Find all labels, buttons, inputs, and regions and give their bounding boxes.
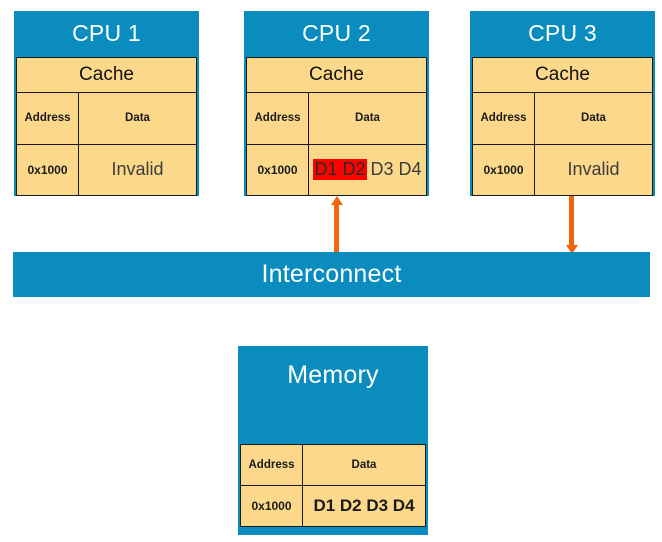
cpu-1-cache-label: Cache (16, 57, 197, 93)
interconnect-bar[interactable]: Interconnect (13, 252, 650, 297)
column-header-data: Data (351, 459, 377, 471)
cpu-1-cache-table: Address Data 0x1000 Invalid (16, 93, 197, 196)
column-header-address: Address (473, 93, 535, 144)
table-row-header: Address Data (17, 93, 196, 145)
cpu-1-address-value: 0x1000 (17, 144, 79, 195)
cpu-3-cache-table: Address Data 0x1000 Invalid (472, 93, 653, 196)
memory-block[interactable]: Memory Address Data 0x1000 D1 D2 D3 D4 (238, 346, 428, 535)
memory-table: Address Data 0x1000 D1 D2 D3 D4 (240, 444, 426, 527)
cpu-block-1[interactable]: CPU 1 Cache Address Data 0x1000 Invalid (14, 11, 199, 196)
column-header-address: Address (241, 445, 303, 485)
table-row-header: Address Data (247, 93, 426, 145)
cpu-1-title: CPU 1 (72, 20, 141, 46)
table-row-header: Address Data (241, 445, 425, 486)
cpu-2-cache-label: Cache (246, 57, 427, 93)
arrow-up-icon-cpu2 (330, 196, 343, 205)
cpu-block-3[interactable]: CPU 3 Cache Address Data 0x1000 Invalid (470, 11, 655, 196)
cpu-2-data-remainder: D3 D4 (370, 159, 422, 180)
memory-address-value: 0x1000 (241, 486, 303, 526)
cpu-2-address-value: 0x1000 (247, 144, 309, 195)
arrow-down-icon-cpu3 (565, 245, 578, 254)
column-header-address: Address (17, 93, 79, 144)
table-row: 0x1000 Invalid (473, 144, 652, 195)
memory-data-value: D1 D2 D3 D4 (313, 496, 415, 515)
cpu-2-data-highlight: D1 D2 (313, 159, 367, 181)
column-header-data: Data (355, 112, 380, 125)
column-header-data: Data (125, 112, 150, 125)
cpu-3-address-value: 0x1000 (473, 144, 535, 195)
table-row: 0x1000 D1 D2 D3 D4 (241, 486, 425, 526)
interconnect-label: Interconnect (261, 260, 402, 288)
table-row-header: Address Data (473, 93, 652, 145)
column-header-data: Data (581, 112, 606, 125)
cpu-1-data-value: Invalid (111, 159, 164, 180)
table-row: 0x1000 Invalid (17, 144, 196, 195)
column-header-address: Address (247, 93, 309, 144)
cpu-3-cache-label: Cache (472, 57, 653, 93)
cpu-2-title: CPU 2 (302, 20, 371, 46)
cpu-3-title: CPU 3 (528, 20, 597, 46)
connector-cpu3-interconnect (569, 196, 574, 245)
cpu-3-data-value: Invalid (567, 159, 620, 180)
connector-cpu2-interconnect (334, 204, 339, 253)
memory-title: Memory (287, 361, 379, 389)
